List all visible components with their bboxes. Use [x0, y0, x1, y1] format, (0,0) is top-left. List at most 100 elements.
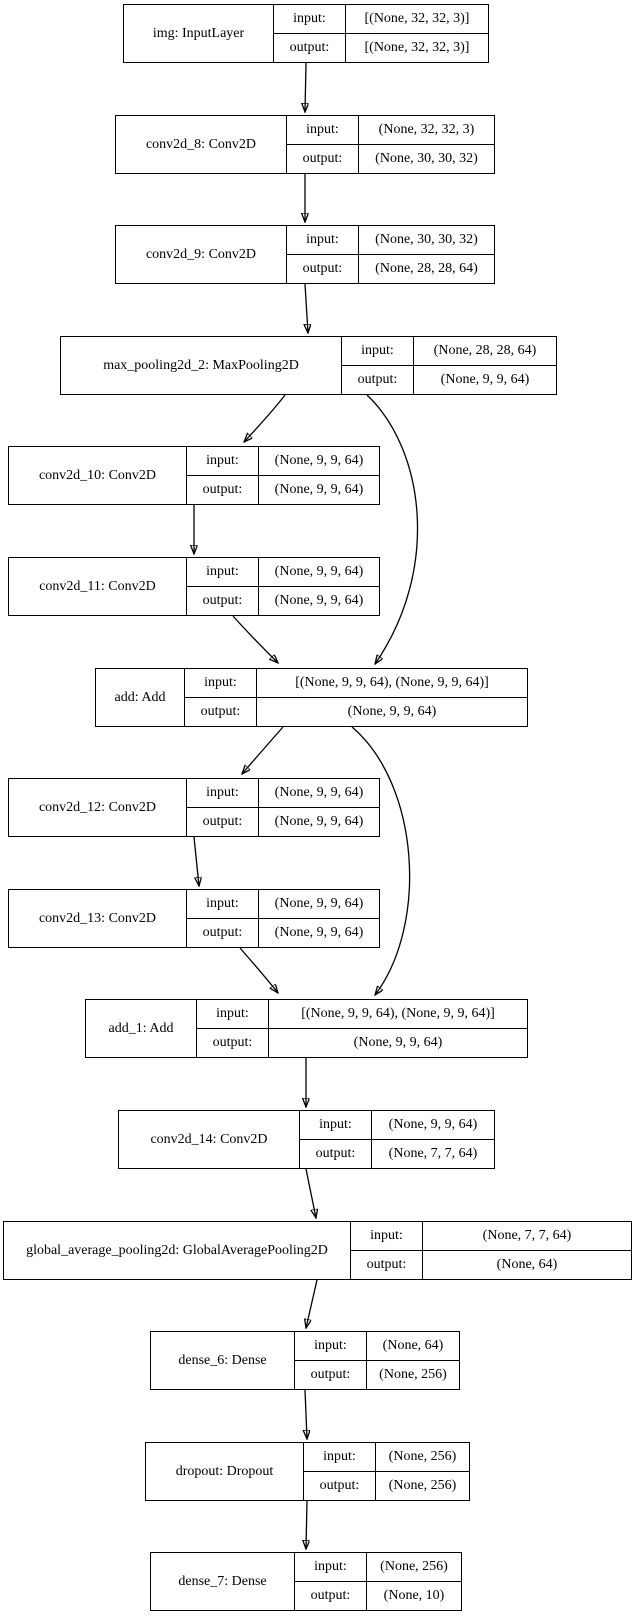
output-label: output:	[304, 1471, 376, 1500]
edge-conv2d_12-conv2d_13	[193, 836, 199, 886]
node-conv2d_11: conv2d_11: Conv2D input: (None, 9, 9, 64…	[8, 557, 380, 616]
layer-io-table: input: (None, 256) output: (None, 256)	[303, 1443, 469, 1500]
layer-name: conv2d_10: Conv2D	[38, 467, 157, 483]
input-label: input:	[342, 337, 414, 366]
output-shape: (None, 9, 9, 64)	[274, 924, 364, 940]
layer-name: dense_7: Dense	[178, 1573, 267, 1589]
node-conv2d_12: conv2d_12: Conv2D input: (None, 9, 9, 64…	[8, 778, 380, 837]
edge-max_pooling2d_2-conv2d_10	[244, 394, 286, 442]
layer-name: global_average_pooling2d: GlobalAverageP…	[26, 1242, 328, 1258]
input-label: input:	[187, 447, 259, 476]
node-conv2d_14: conv2d_14: Conv2D input: (None, 9, 9, 64…	[118, 1110, 495, 1169]
output-label: output:	[351, 1250, 423, 1279]
output-label: output:	[300, 1139, 372, 1168]
layer-name: conv2d_13: Conv2D	[38, 910, 157, 926]
edge-global_average_pooling2d-dense_6	[306, 1279, 318, 1328]
node-conv2d_13: conv2d_13: Conv2D input: (None, 9, 9, 64…	[8, 889, 380, 948]
input-shape: [(None, 9, 9, 64), (None, 9, 9, 64)]	[257, 669, 527, 698]
input-label: input:	[300, 1111, 372, 1140]
layer-name: add_1: Add	[108, 1020, 174, 1036]
input-shape: [(None, 9, 9, 64), (None, 9, 9, 64)]	[269, 1000, 527, 1029]
node-img: img: InputLayer input: [(None, 32, 32, 3…	[123, 4, 489, 63]
output-label: output:	[274, 33, 346, 62]
edge-conv2d_13-add_1	[239, 947, 278, 993]
input-label: input:	[187, 558, 259, 587]
node-add: add: Add input: [(None, 9, 9, 64), (None…	[95, 668, 528, 727]
output-shape: (None, 64)	[496, 1256, 558, 1272]
output-shape: (None, 7, 7, 64)	[388, 1145, 478, 1161]
layer-name: conv2d_9: Conv2D	[145, 246, 257, 262]
output-shape: (None, 28, 28, 64)	[375, 260, 478, 276]
input-shape: (None, 9, 9, 64)	[259, 890, 379, 919]
layer-io-table: input: [(None, 9, 9, 64), (None, 9, 9, 6…	[184, 669, 527, 726]
layer-name: max_pooling2d_2: MaxPooling2D	[103, 357, 299, 373]
input-label: input:	[304, 1443, 376, 1472]
output-label: output:	[295, 1581, 367, 1610]
input-label: input:	[274, 5, 346, 34]
input-shape: (None, 28, 28, 64)	[414, 337, 556, 366]
output-shape: (None, 9, 9, 64)	[274, 813, 364, 829]
input-shape: (None, 9, 9, 64)	[259, 558, 379, 587]
layer-name: conv2d_11: Conv2D	[39, 578, 156, 594]
node-conv2d_9: conv2d_9: Conv2D input: (None, 30, 30, 3…	[115, 225, 495, 284]
input-shape: (None, 9, 9, 64)	[259, 779, 379, 808]
output-label: output:	[187, 586, 259, 615]
output-shape: (None, 9, 9, 64)	[353, 1034, 443, 1050]
input-label: input:	[287, 116, 359, 145]
node-add_1: add_1: Add input: [(None, 9, 9, 64), (No…	[85, 999, 528, 1058]
layer-io-table: input: (None, 9, 9, 64) output: (None, 7…	[299, 1111, 494, 1168]
input-shape: (None, 256)	[367, 1553, 461, 1582]
output-shape: (None, 10)	[383, 1587, 445, 1603]
node-dense_6: dense_6: Dense input: (None, 64) output:…	[150, 1331, 460, 1390]
layer-name: dropout: Dropout	[175, 1463, 274, 1479]
output-shape: [(None, 32, 32, 3)]	[364, 39, 470, 55]
edge-add-add_1	[351, 726, 411, 995]
input-shape: (None, 256)	[376, 1443, 469, 1472]
layer-name: conv2d_8: Conv2D	[145, 136, 257, 152]
input-shape: (None, 32, 32, 3)	[359, 116, 494, 145]
input-shape: (None, 7, 7, 64)	[423, 1222, 631, 1251]
output-label: output:	[197, 1028, 269, 1057]
layer-io-table: input: (None, 7, 7, 64) output: (None, 6…	[350, 1222, 631, 1279]
node-dense_7: dense_7: Dense input: (None, 256) output…	[150, 1552, 462, 1611]
output-label: output:	[187, 918, 259, 947]
node-conv2d_10: conv2d_10: Conv2D input: (None, 9, 9, 64…	[8, 446, 380, 505]
layer-io-table: input: (None, 9, 9, 64) output: (None, 9…	[186, 447, 379, 504]
input-shape: (None, 30, 30, 32)	[359, 226, 494, 255]
input-label: input:	[287, 226, 359, 255]
input-shape: (None, 64)	[367, 1332, 459, 1361]
edge-img-conv2d_8	[305, 62, 306, 112]
input-label: input:	[197, 1000, 269, 1029]
output-label: output:	[295, 1360, 367, 1389]
edge-conv2d_9-max_pooling2d_2	[305, 283, 308, 333]
layer-io-table: input: (None, 9, 9, 64) output: (None, 9…	[186, 890, 379, 947]
output-shape: (None, 9, 9, 64)	[347, 703, 437, 719]
output-label: output:	[287, 254, 359, 283]
layer-name: add: Add	[114, 689, 166, 705]
layer-io-table: input: [(None, 32, 32, 3)] output: [(Non…	[273, 5, 488, 62]
output-shape: (None, 9, 9, 64)	[274, 481, 364, 497]
output-label: output:	[187, 807, 259, 836]
edge-conv2d_14-global_average_pooling2d	[305, 1168, 316, 1218]
output-shape: (None, 256)	[388, 1477, 457, 1493]
output-label: output:	[185, 697, 257, 726]
input-shape: (None, 9, 9, 64)	[259, 447, 379, 476]
edge-dense_6-dropout	[305, 1389, 307, 1439]
layer-io-table: input: (None, 32, 32, 3) output: (None, …	[286, 116, 494, 173]
output-label: output:	[187, 475, 259, 504]
output-shape: (None, 9, 9, 64)	[440, 371, 530, 387]
layer-io-table: input: (None, 256) output: (None, 10)	[294, 1553, 461, 1610]
output-shape: (None, 256)	[379, 1366, 447, 1382]
input-label: input:	[295, 1332, 367, 1361]
input-label: input:	[185, 669, 257, 698]
output-label: output:	[287, 144, 359, 173]
layer-io-table: input: (None, 9, 9, 64) output: (None, 9…	[186, 558, 379, 615]
layer-name: img: InputLayer	[152, 25, 245, 41]
layer-io-table: input: (None, 9, 9, 64) output: (None, 9…	[186, 779, 379, 836]
layer-io-table: input: [(None, 9, 9, 64), (None, 9, 9, 6…	[196, 1000, 527, 1057]
layer-name: conv2d_12: Conv2D	[38, 799, 157, 815]
edge-max_pooling2d_2-add	[366, 394, 419, 664]
node-max_pooling2d_2: max_pooling2d_2: MaxPooling2D input: (No…	[60, 336, 557, 395]
node-dropout: dropout: Dropout input: (None, 256) outp…	[145, 1442, 470, 1501]
output-label: output:	[342, 365, 414, 394]
